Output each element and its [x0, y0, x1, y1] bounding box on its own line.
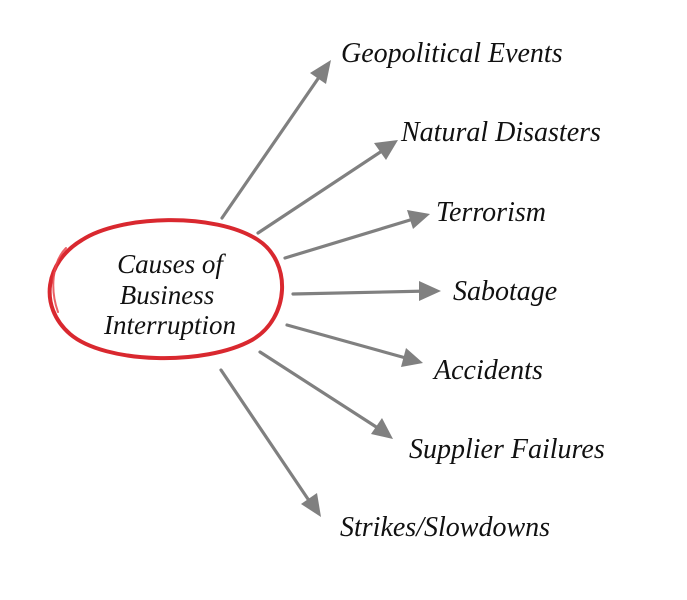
arrow-strikes-slowdowns [219, 368, 321, 517]
arrow-head [419, 281, 441, 301]
arrow-head [301, 493, 321, 517]
arrow-sabotage [291, 281, 441, 301]
cause-label-natural-disasters: Natural Disasters [400, 117, 601, 148]
arrow-head [374, 140, 398, 160]
arrow-head [407, 210, 430, 229]
arrows [219, 60, 441, 517]
arrow-head [371, 418, 393, 439]
arrow-shaft [283, 215, 422, 260]
cause-labels: Geopolitical Events Natural Disasters Te… [340, 38, 605, 543]
arrow-shaft [256, 145, 390, 235]
arrow-shaft [220, 68, 326, 220]
cause-label-accidents: Accidents [432, 355, 543, 386]
cause-label-geopolitical-events: Geopolitical Events [341, 38, 563, 69]
arrow-terrorism [283, 210, 430, 260]
cause-label-supplier-failures: Supplier Failures [409, 434, 605, 465]
arrow-geopolitical-events [220, 60, 331, 220]
center-ring-stroke [47, 218, 284, 361]
arrow-natural-disasters [256, 140, 398, 235]
cause-label-terrorism: Terrorism [436, 197, 546, 228]
center-line-1: Causes of [117, 249, 226, 279]
center-ring [47, 218, 284, 361]
arrow-head [401, 348, 423, 367]
cause-label-strikes-slowdowns: Strikes/Slowdowns [340, 512, 550, 543]
arrow-shaft [258, 350, 386, 434]
arrow-shaft [291, 289, 432, 296]
center-line-3: Interruption [103, 310, 236, 340]
center-topic: Causes of Business Interruption [103, 249, 236, 340]
arrow-head [310, 60, 331, 84]
center-line-2: Business [120, 280, 215, 310]
center-ring-overdraw [52, 247, 67, 313]
arrow-supplier-failures [258, 350, 393, 439]
arrow-shaft [285, 323, 415, 362]
cause-label-sabotage: Sabotage [453, 276, 557, 307]
arrow-shaft [219, 368, 316, 510]
arrow-accidents [285, 323, 423, 367]
